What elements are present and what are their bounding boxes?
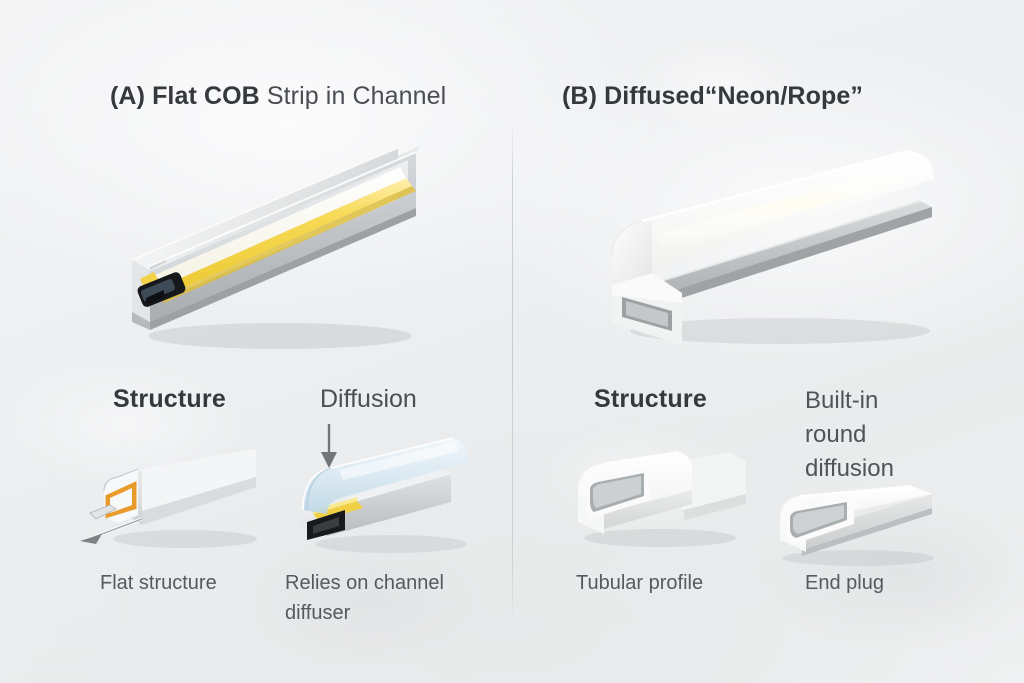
panel-a-title-emphasis: Flat COB (152, 82, 260, 110)
figure-flat-cob-strip-in-channel (120, 140, 420, 355)
built-in-line-2: round (805, 421, 867, 448)
section-heading-built-in-round-diffusion: Built-in round diffusion (805, 384, 955, 486)
section-heading-structure-a: Structure (113, 385, 226, 413)
caption-relies-on-channel-diffuser: Relies on channel diffuser (285, 568, 485, 628)
figure-diffused-neon-rope (590, 145, 945, 350)
figure-tubular-profile-detail (560, 438, 760, 558)
caption-relies-line-1: Relies on channel (285, 572, 444, 594)
panel-a-title-marker: (A) (110, 82, 146, 110)
caption-tubular-profile: Tubular profile (576, 572, 704, 594)
figure-channel-diffuser-detail (283, 418, 483, 563)
end-plug-cavity (780, 498, 854, 552)
built-in-line-1: Built-in (805, 387, 879, 414)
panel-b-title-marker: (B) (562, 82, 598, 110)
section-heading-structure-b: Structure (594, 385, 707, 413)
caption-end-plug: End plug (805, 572, 884, 594)
channel-cavity (307, 510, 345, 540)
panel-a-title: (A) Flat COB Strip in Channel (110, 82, 446, 111)
caption-relies-line-2: diffuser (285, 602, 351, 624)
panel-b-title-rest: “Neon/Rope” (704, 82, 863, 110)
panel-b-title: (B) Diffused“Neon/Rope” (562, 82, 863, 111)
pull-out-arrow (80, 517, 143, 544)
connector-slot (137, 272, 186, 307)
figure-flat-structure-end-detail (80, 435, 275, 560)
tubular-cavity (578, 466, 650, 534)
section-heading-diffusion: Diffusion (320, 385, 417, 413)
diffusion-arrow-icon (321, 424, 337, 468)
rope-end-slot (612, 273, 682, 345)
panel-a-title-rest: Strip in Channel (266, 82, 447, 110)
panel-divider (512, 120, 513, 625)
panel-b-title-emphasis: Diffused (604, 82, 705, 110)
caption-flat-structure: Flat structure (100, 572, 217, 594)
built-in-line-3: diffusion (805, 455, 894, 482)
figure-end-plug-detail (762, 482, 957, 577)
